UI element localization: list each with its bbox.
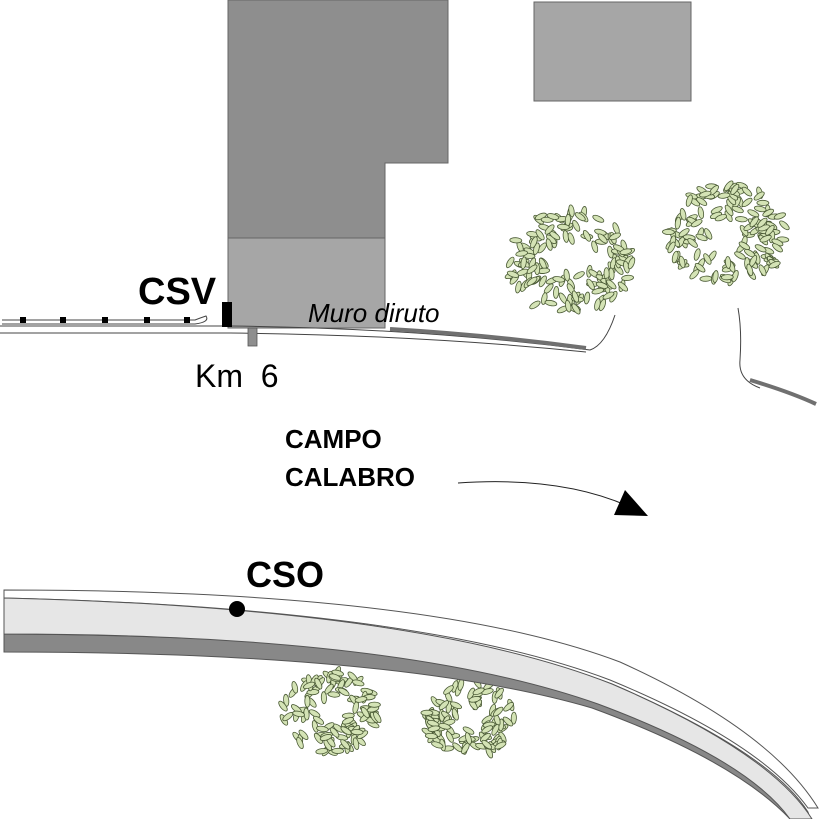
label-campo: CAMPO	[285, 424, 382, 454]
fence	[2, 315, 208, 325]
leaf	[509, 236, 523, 244]
leaf	[304, 694, 311, 708]
leaf	[320, 691, 328, 705]
road-lower-top	[3, 597, 813, 819]
leaf	[420, 709, 434, 716]
leaf	[544, 299, 558, 308]
road-upper-edge	[0, 332, 587, 353]
leaf	[661, 228, 675, 236]
label-csv: CSV	[138, 271, 217, 313]
building-northeast	[533, 1, 692, 102]
direction-arrow-line	[457, 481, 629, 507]
leaf	[696, 205, 705, 220]
leaf	[528, 299, 542, 311]
leaf	[772, 211, 787, 221]
leaf	[566, 231, 576, 246]
tree-icon	[276, 665, 383, 758]
building-main	[227, 0, 449, 239]
leaf	[572, 269, 586, 281]
leaf	[552, 285, 560, 299]
leaf	[724, 255, 732, 270]
leaf	[699, 275, 713, 283]
track-right	[737, 307, 761, 389]
tree-icon	[661, 179, 792, 288]
leaf	[777, 219, 792, 232]
road-lower	[3, 589, 819, 809]
leaf	[720, 273, 734, 281]
km-post-icon	[247, 327, 258, 347]
leaf	[331, 747, 345, 754]
station-marker-icon	[222, 302, 232, 327]
label-muro-diruto: Muro diruto	[308, 298, 440, 328]
road-upper	[0, 314, 616, 351]
building-annex	[227, 237, 386, 329]
leaf	[711, 269, 720, 284]
leaf	[692, 247, 702, 262]
muro-diruto-wall	[389, 327, 587, 350]
label-calabro: CALABRO	[285, 462, 415, 492]
leaf	[591, 213, 606, 225]
leaf	[350, 728, 364, 736]
leaf	[734, 215, 749, 223]
leaf	[367, 701, 381, 708]
tree-icon	[503, 204, 637, 316]
arrow-icon	[614, 490, 648, 516]
point-marker-icon	[229, 601, 245, 617]
label-km: Km 6	[195, 358, 279, 394]
leaf	[620, 274, 635, 282]
leaf	[583, 291, 591, 305]
tree-icon	[420, 675, 518, 760]
wall-right	[749, 378, 817, 406]
label-cso: CSO	[246, 554, 324, 595]
